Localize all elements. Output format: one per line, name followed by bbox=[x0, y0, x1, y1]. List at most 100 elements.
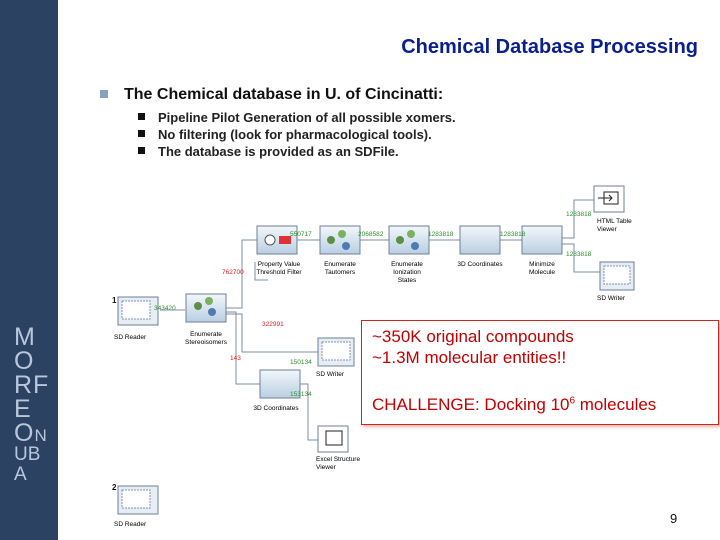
sub-bullet-text: No filtering (look for pharmacological t… bbox=[158, 127, 432, 142]
node-label: Enumerate bbox=[391, 261, 423, 268]
page-title: Chemical Database Processing bbox=[401, 36, 698, 58]
node-label: Tautomers bbox=[325, 269, 356, 276]
file-icon bbox=[321, 341, 351, 361]
connector bbox=[226, 311, 260, 385]
node-label: SD Writer bbox=[597, 295, 626, 302]
molecule-icon bbox=[411, 242, 419, 250]
sidebar-letter-o2: O bbox=[14, 419, 35, 447]
node-label: Viewer bbox=[316, 464, 337, 471]
molecule-icon bbox=[194, 302, 202, 310]
callout-box: ~350K original compounds ~1.3M molecular… bbox=[361, 320, 719, 425]
node-label: States bbox=[398, 277, 417, 284]
molecule-icon bbox=[208, 308, 216, 316]
sidebar-letter-rf: RF bbox=[14, 371, 50, 399]
count-label: 1283818 bbox=[566, 251, 592, 258]
node-label: SD Reader bbox=[114, 521, 147, 528]
challenge-suffix: molecules bbox=[575, 395, 657, 414]
sub-bullet-list: Pipeline Pilot Generation of all possibl… bbox=[100, 110, 456, 161]
filter-icon bbox=[279, 236, 291, 244]
bullet-square-icon bbox=[138, 130, 145, 137]
sidebar-letter-ub: UB bbox=[14, 444, 41, 465]
challenge-exponent: 6 bbox=[569, 395, 576, 407]
filter-icon bbox=[264, 234, 276, 246]
count-label: 153134 bbox=[290, 391, 312, 398]
workflow-counters: 550717 2068582 1283818 1283818 1283818 1… bbox=[154, 211, 592, 398]
main-bullet-text: The Chemical database in U. of Cincinatt… bbox=[124, 86, 444, 103]
count-label: 322991 bbox=[262, 321, 284, 328]
molecule-icon bbox=[342, 242, 350, 250]
sidebar-letter-n: N bbox=[34, 426, 47, 445]
node-label: 3D Coordinates bbox=[253, 405, 299, 412]
sub-bullet-text: The database is provided as an SDFile. bbox=[158, 144, 399, 159]
arrow-icon bbox=[598, 194, 613, 202]
node-label: Enumerate bbox=[190, 331, 222, 338]
sidebar-letter-e: E bbox=[14, 395, 32, 423]
sub-bullet: The database is provided as an SDFile. bbox=[138, 144, 456, 161]
workflow-node-enumerate-stereoisomers: Enumerate Stereoisomers bbox=[185, 293, 228, 346]
main-bullet: The Chemical database in U. of Cincinatt… bbox=[100, 86, 456, 104]
workflow-node-enumerate-ionization-states: Enumerate Ionization States bbox=[388, 225, 430, 284]
workflow-node-minimize-molecule: Minimize Molecule bbox=[521, 225, 563, 276]
page-number: 9 bbox=[670, 511, 678, 526]
node-box bbox=[259, 369, 301, 399]
molecule-icon bbox=[338, 230, 346, 238]
node-label: Property Value bbox=[258, 261, 301, 268]
workflow-node-sd-reader-2: 2 SD Reader bbox=[112, 483, 159, 528]
sidebar-letter-m: M bbox=[14, 323, 36, 351]
node-box bbox=[521, 225, 563, 255]
sidebar-letter-a: A bbox=[14, 464, 27, 485]
bullet-square-icon bbox=[138, 113, 145, 120]
file-icon bbox=[603, 265, 631, 285]
workflow-node-html-table-viewer: HTML Table Viewer bbox=[593, 185, 632, 233]
node-label: HTML Table bbox=[597, 218, 632, 225]
workflow-connectors bbox=[160, 199, 600, 441]
challenge-prefix: CHALLENGE: Docking 10 bbox=[372, 395, 570, 414]
connector bbox=[562, 243, 600, 273]
sub-bullet-text: Pipeline Pilot Generation of all possibl… bbox=[158, 110, 456, 125]
workflow-node-excel-structure-viewer: Excel Structure Viewer bbox=[316, 425, 360, 471]
molecule-icon bbox=[396, 236, 404, 244]
count-label: 143 bbox=[230, 355, 241, 362]
workflow-node-sd-writer-mid: SD Writer bbox=[316, 337, 355, 378]
count-label: 2068582 bbox=[358, 231, 384, 238]
node-box bbox=[459, 225, 501, 255]
molecule-icon bbox=[407, 230, 415, 238]
sub-bullet: No filtering (look for pharmacological t… bbox=[138, 127, 456, 144]
count-label: 1283818 bbox=[500, 231, 526, 238]
connector bbox=[254, 262, 268, 281]
count-label: 1283818 bbox=[428, 231, 454, 238]
sub-bullet: Pipeline Pilot Generation of all possibl… bbox=[138, 110, 456, 127]
node-label: SD Writer bbox=[316, 371, 345, 378]
node-box bbox=[388, 225, 430, 255]
node-label: Molecule bbox=[529, 269, 555, 276]
count-label: 762700 bbox=[222, 269, 244, 276]
node-label: 3D Coordinates bbox=[457, 261, 503, 268]
workflow-node-property-value-filter: Property Value Threshold Filter bbox=[256, 225, 302, 276]
node-label: Stereoisomers bbox=[185, 339, 228, 346]
left-sidebar: M O RF E ON UB A bbox=[0, 0, 58, 540]
export-icon bbox=[325, 430, 343, 446]
file-icon bbox=[121, 300, 151, 320]
connector bbox=[226, 239, 257, 309]
node-label: Viewer bbox=[597, 226, 618, 233]
count-label: 343420 bbox=[154, 305, 176, 312]
count-label: 550717 bbox=[290, 231, 312, 238]
bullet-square-icon bbox=[138, 147, 145, 154]
node-label: Minimize bbox=[529, 261, 555, 268]
branch-label: 1 bbox=[112, 296, 117, 305]
connector bbox=[226, 313, 318, 353]
node-label: Threshold Filter bbox=[256, 269, 302, 276]
sidebar-letter-o: O bbox=[14, 347, 35, 375]
node-box bbox=[319, 225, 361, 255]
branch-label: 2 bbox=[112, 483, 117, 492]
file-icon bbox=[121, 489, 151, 509]
node-label: Excel Structure bbox=[316, 456, 360, 463]
node-label: Ionization bbox=[393, 269, 421, 276]
node-label: Enumerate bbox=[324, 261, 356, 268]
bullet-list: The Chemical database in U. of Cincinatt… bbox=[100, 86, 456, 161]
count-label: 150134 bbox=[290, 359, 312, 366]
node-box bbox=[185, 293, 227, 323]
workflow-node-enumerate-tautomers: Enumerate Tautomers bbox=[319, 225, 361, 276]
connector bbox=[300, 383, 318, 441]
